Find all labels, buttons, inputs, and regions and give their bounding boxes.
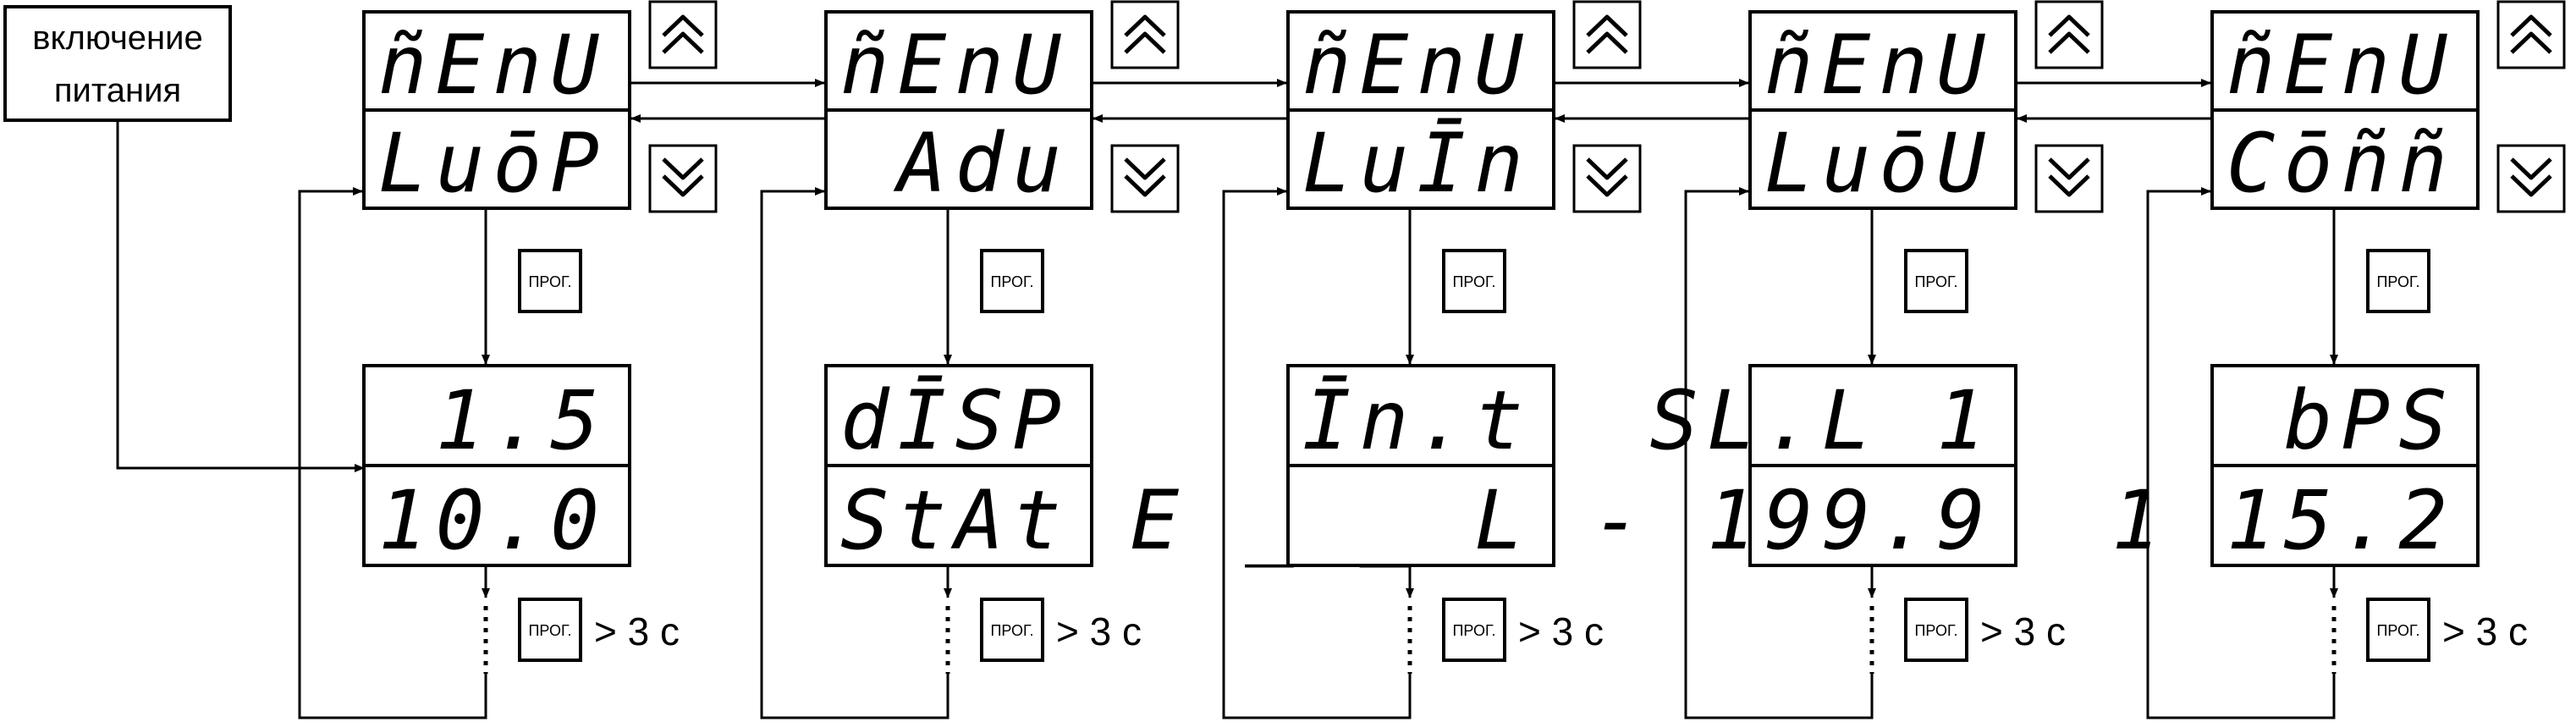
- double-chevron-up-icon: [662, 14, 704, 54]
- prog-button[interactable]: [980, 249, 1044, 313]
- group-label: LuōU: [1764, 116, 1994, 211]
- power-on-label-line1: включение: [32, 19, 202, 57]
- prog-button[interactable]: [1442, 249, 1506, 313]
- hold-duration-note: > 3 с: [1518, 609, 1604, 653]
- prog-hold-button-label: ПРОГ.: [528, 622, 571, 639]
- double-chevron-down-icon: [2510, 157, 2552, 197]
- hold-duration-note: > 3 с: [594, 609, 680, 653]
- hold-duration-note: > 3 с: [1980, 609, 2066, 653]
- prog-hold-button[interactable]: [1442, 598, 1506, 662]
- prog-button-label: ПРОГ.: [2376, 273, 2419, 290]
- prog-hold-button[interactable]: [980, 598, 1044, 662]
- prog-button-label: ПРОГ.: [528, 273, 571, 290]
- double-chevron-up-icon: [2048, 14, 2090, 54]
- parameter-label: SL.L 1: [1649, 373, 1994, 468]
- group-label: Cōññ: [2226, 116, 2456, 211]
- double-chevron-up-icon: [1586, 14, 1628, 54]
- prog-button-label: ПРОГ.: [1914, 273, 1957, 290]
- hold-duration-note: > 3 с: [2442, 609, 2528, 653]
- parameter-value: 10.0: [378, 473, 608, 568]
- power-on-label-line2: питания: [54, 72, 181, 109]
- group-label: LuĪn: [1302, 116, 1532, 211]
- double-chevron-down-icon: [662, 157, 704, 197]
- double-chevron-up-icon: [1124, 14, 1166, 54]
- double-chevron-down-icon: [1124, 157, 1166, 197]
- group-label: Adu: [894, 116, 1070, 211]
- parameter-label: Īn.t: [1302, 373, 1532, 468]
- prog-hold-button-label: ПРОГ.: [2376, 622, 2419, 639]
- prog-hold-button[interactable]: [1904, 598, 1968, 662]
- return-loop: [1222, 187, 1412, 719]
- prog-button[interactable]: [2366, 249, 2430, 313]
- parameter-value: E _ _ L: [1130, 473, 1532, 568]
- parameter-value: - 199.9: [1592, 473, 1994, 568]
- power-on-wire: [116, 120, 365, 472]
- parameter-label: dĪSP: [840, 373, 1070, 468]
- return-loop: [760, 187, 949, 719]
- prog-button-label: ПРОГ.: [990, 273, 1033, 290]
- double-chevron-up-icon: [2510, 14, 2552, 54]
- menu-label: ñEnU: [1302, 18, 1532, 113]
- parameter-label: bPS: [2284, 373, 2456, 468]
- menu-label: ñEnU: [378, 18, 608, 113]
- parameter-value: StAt: [840, 473, 1070, 568]
- up-button[interactable]: [2496, 0, 2566, 69]
- prog-button[interactable]: [1904, 249, 1968, 313]
- menu-label: ñEnU: [2226, 18, 2456, 113]
- prog-hold-button-label: ПРОГ.: [1452, 622, 1495, 639]
- return-loop: [1684, 187, 1874, 719]
- prog-hold-button[interactable]: [2366, 598, 2430, 662]
- parameter-label: 1.5: [436, 373, 608, 468]
- prog-hold-button-label: ПРОГ.: [1914, 622, 1957, 639]
- double-chevron-down-icon: [1586, 157, 1628, 197]
- return-loop: [298, 187, 487, 719]
- prog-hold-button-label: ПРОГ.: [990, 622, 1033, 639]
- prog-hold-button[interactable]: [518, 598, 582, 662]
- menu-label: ñEnU: [840, 18, 1070, 113]
- prog-button-label: ПРОГ.: [1452, 273, 1495, 290]
- return-loop: [2146, 187, 2336, 719]
- parameter-value: 1 15.2: [2111, 473, 2456, 568]
- hold-duration-note: > 3 с: [1056, 609, 1142, 653]
- group-label: LuōP: [378, 116, 608, 211]
- prog-button[interactable]: [518, 249, 582, 313]
- power-on-box: включение питания: [3, 5, 232, 122]
- menu-label: ñEnU: [1764, 18, 1994, 113]
- double-chevron-down-icon: [2048, 157, 2090, 197]
